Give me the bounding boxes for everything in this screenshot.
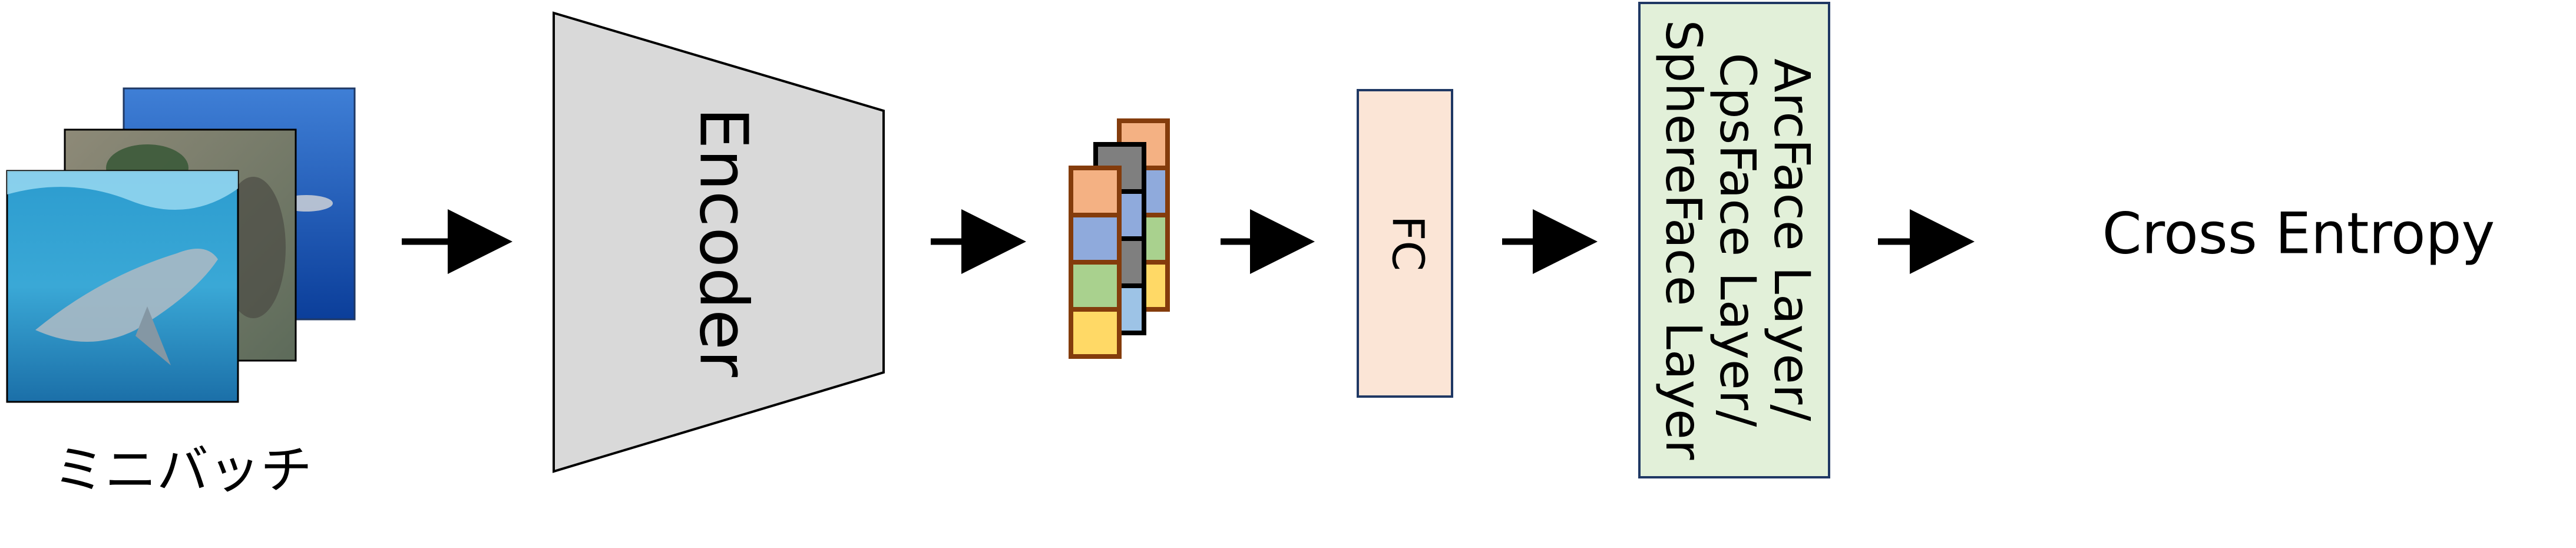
feature-cell — [1069, 260, 1122, 312]
margin-layer-text: ArcFace Layer/ CpsFace Layer/ SphereFace… — [1655, 20, 1821, 460]
encoder-block — [553, 11, 885, 473]
feature-cell — [1069, 213, 1122, 265]
shark-photo-front — [6, 170, 239, 403]
encoder-label: Encoder — [684, 107, 761, 378]
mini-batch-label: ミニバッチ — [53, 440, 312, 500]
feature-column-front — [1069, 166, 1122, 359]
margin-layer-line-3: SphereFace Layer — [1655, 20, 1712, 460]
fc-block — [1357, 89, 1453, 398]
margin-layer-block — [1638, 2, 1830, 478]
margin-layer-line-1: ArcFace Layer/ — [1763, 58, 1821, 421]
loss-label: Cross Entropy — [2102, 200, 2495, 266]
feature-cell — [1069, 307, 1122, 359]
fc-label: FC — [1382, 216, 1433, 271]
margin-layer-line-2: CpsFace Layer/ — [1709, 53, 1767, 428]
mini-batch-images — [6, 87, 356, 403]
feature-vector-stack — [1069, 118, 1170, 359]
feature-cell — [1069, 166, 1122, 217]
